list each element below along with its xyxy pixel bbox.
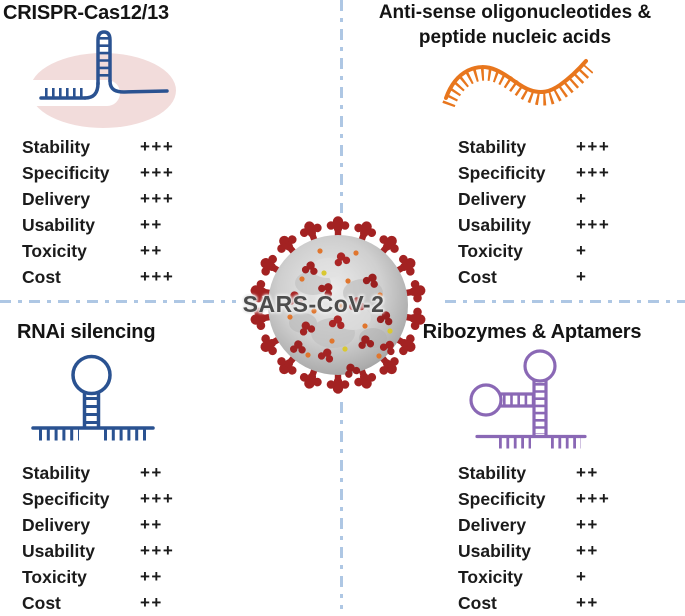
aso-metrics-table: Stability +++ Specificity +++ Delivery +… (458, 134, 610, 290)
quadrant-ribozyme-title: Ribozymes & Aptamers (422, 321, 642, 343)
quadrant-aso-title-line2: peptide nucleic acids (418, 27, 612, 48)
metric-label: Delivery (22, 514, 91, 535)
aso-teeth (442, 63, 593, 108)
metric-value: +++ (140, 189, 175, 208)
metric-row: Delivery + (458, 186, 610, 212)
metric-value: +++ (140, 541, 175, 560)
metric-label: Stability (22, 462, 91, 483)
metric-value: ++ (140, 463, 163, 482)
aso-backbone (444, 59, 588, 100)
metric-row: Stability +++ (458, 134, 610, 160)
metric-row: Delivery ++ (458, 512, 610, 538)
metric-label: Usability (458, 540, 531, 561)
antisense-strand-icon (442, 59, 593, 108)
metric-label: Toxicity (22, 566, 87, 587)
crrna-right-arm (108, 79, 169, 94)
metric-row: Cost + (458, 264, 610, 290)
metric-label: Toxicity (458, 566, 523, 587)
metric-row: Specificity +++ (458, 160, 610, 186)
quadrant-rnai-title: RNAi silencing (17, 321, 156, 343)
metric-row: Toxicity ++ (22, 564, 174, 590)
metric-row: Cost +++ (22, 264, 174, 290)
quadrant-crispr-title: CRISPR-Cas12/13 (3, 2, 169, 24)
metric-label: Usability (22, 540, 95, 561)
metric-row: Specificity +++ (22, 486, 174, 512)
metric-value: ++ (140, 515, 163, 534)
metric-label: Usability (22, 214, 95, 235)
metric-value: ++ (576, 541, 599, 560)
metric-value: +++ (140, 137, 175, 156)
metric-value: +++ (576, 215, 611, 234)
metric-label: Toxicity (22, 240, 87, 261)
virion-envelope-proteins (321, 270, 393, 352)
metric-value: ++ (140, 215, 163, 234)
metric-value: + (576, 267, 588, 286)
metric-row: Cost ++ (22, 590, 174, 616)
metric-label: Cost (458, 592, 497, 613)
metric-label: Delivery (22, 188, 91, 209)
metric-label: Usability (458, 214, 531, 235)
metric-row: Toxicity + (458, 564, 610, 590)
metric-value: + (576, 189, 588, 208)
crispr-metrics-table: Stability +++ Specificity +++ Delivery +… (22, 134, 174, 290)
ribozyme-metrics-table: Stability ++ Specificity +++ Delivery ++… (458, 460, 610, 616)
quadrant-aso-title-line1: Anti-sense oligonucleotides & (378, 2, 652, 23)
metric-row: Stability ++ (22, 460, 174, 486)
metric-row: Delivery +++ (22, 186, 174, 212)
metric-value: ++ (140, 593, 163, 612)
sars-cov-2-virion-icon (248, 216, 428, 394)
virus-label: SARS-CoV-2 (242, 291, 385, 317)
metric-value: +++ (576, 137, 611, 156)
metric-label: Specificity (22, 488, 110, 509)
metric-row: Stability +++ (22, 134, 174, 160)
metric-label: Stability (458, 136, 527, 157)
metric-row: Usability +++ (458, 212, 610, 238)
metric-label: Specificity (458, 488, 546, 509)
aptamer-loop-left (469, 383, 503, 417)
metric-label: Toxicity (458, 240, 523, 261)
metric-row: Toxicity + (458, 238, 610, 264)
metric-value: ++ (576, 515, 599, 534)
metric-row: Usability +++ (22, 538, 174, 564)
metric-value: ++ (576, 593, 599, 612)
quadrant-aso-title: Anti-sense oligonucleotides & peptide nu… (352, 0, 678, 50)
crrna-left-arm (83, 81, 100, 100)
metric-value: ++ (140, 241, 163, 260)
metric-value: +++ (140, 489, 175, 508)
metric-label: Specificity (458, 162, 546, 183)
metric-label: Specificity (22, 162, 110, 183)
metric-label: Cost (22, 592, 61, 613)
metric-row: Delivery ++ (22, 512, 174, 538)
metric-value: ++ (140, 567, 163, 586)
metric-label: Delivery (458, 514, 527, 535)
metric-value: + (576, 241, 588, 260)
metric-row: Stability ++ (458, 460, 610, 486)
metric-value: +++ (140, 163, 175, 182)
metric-row: Toxicity ++ (22, 238, 174, 264)
metric-label: Delivery (458, 188, 527, 209)
rnai-metrics-table: Stability ++ Specificity +++ Delivery ++… (22, 460, 174, 616)
metric-label: Cost (22, 266, 61, 287)
sirna-hairpin-icon (31, 354, 155, 441)
ribozyme-aptamer-icon (469, 349, 587, 449)
metric-row: Usability ++ (458, 538, 610, 564)
crrna-hairpin-stem (96, 30, 112, 86)
virion-membrane-proteins (287, 248, 383, 359)
metric-label: Cost (458, 266, 497, 287)
hairpin-loop (71, 354, 112, 396)
metric-row: Usability ++ (22, 212, 174, 238)
metric-row: Cost ++ (458, 590, 610, 616)
target-rna-groove (25, 80, 120, 106)
metric-value: +++ (140, 267, 175, 286)
metric-label: Stability (458, 462, 527, 483)
metric-label: Stability (22, 136, 91, 157)
metric-row: Specificity +++ (22, 160, 174, 186)
metric-row: Specificity +++ (458, 486, 610, 512)
metric-value: +++ (576, 489, 611, 508)
metric-value: ++ (576, 463, 599, 482)
metric-value: + (576, 567, 588, 586)
aptamer-loop-top (523, 349, 557, 383)
metric-value: +++ (576, 163, 611, 182)
crispr-hairpin-icon (25, 30, 176, 128)
